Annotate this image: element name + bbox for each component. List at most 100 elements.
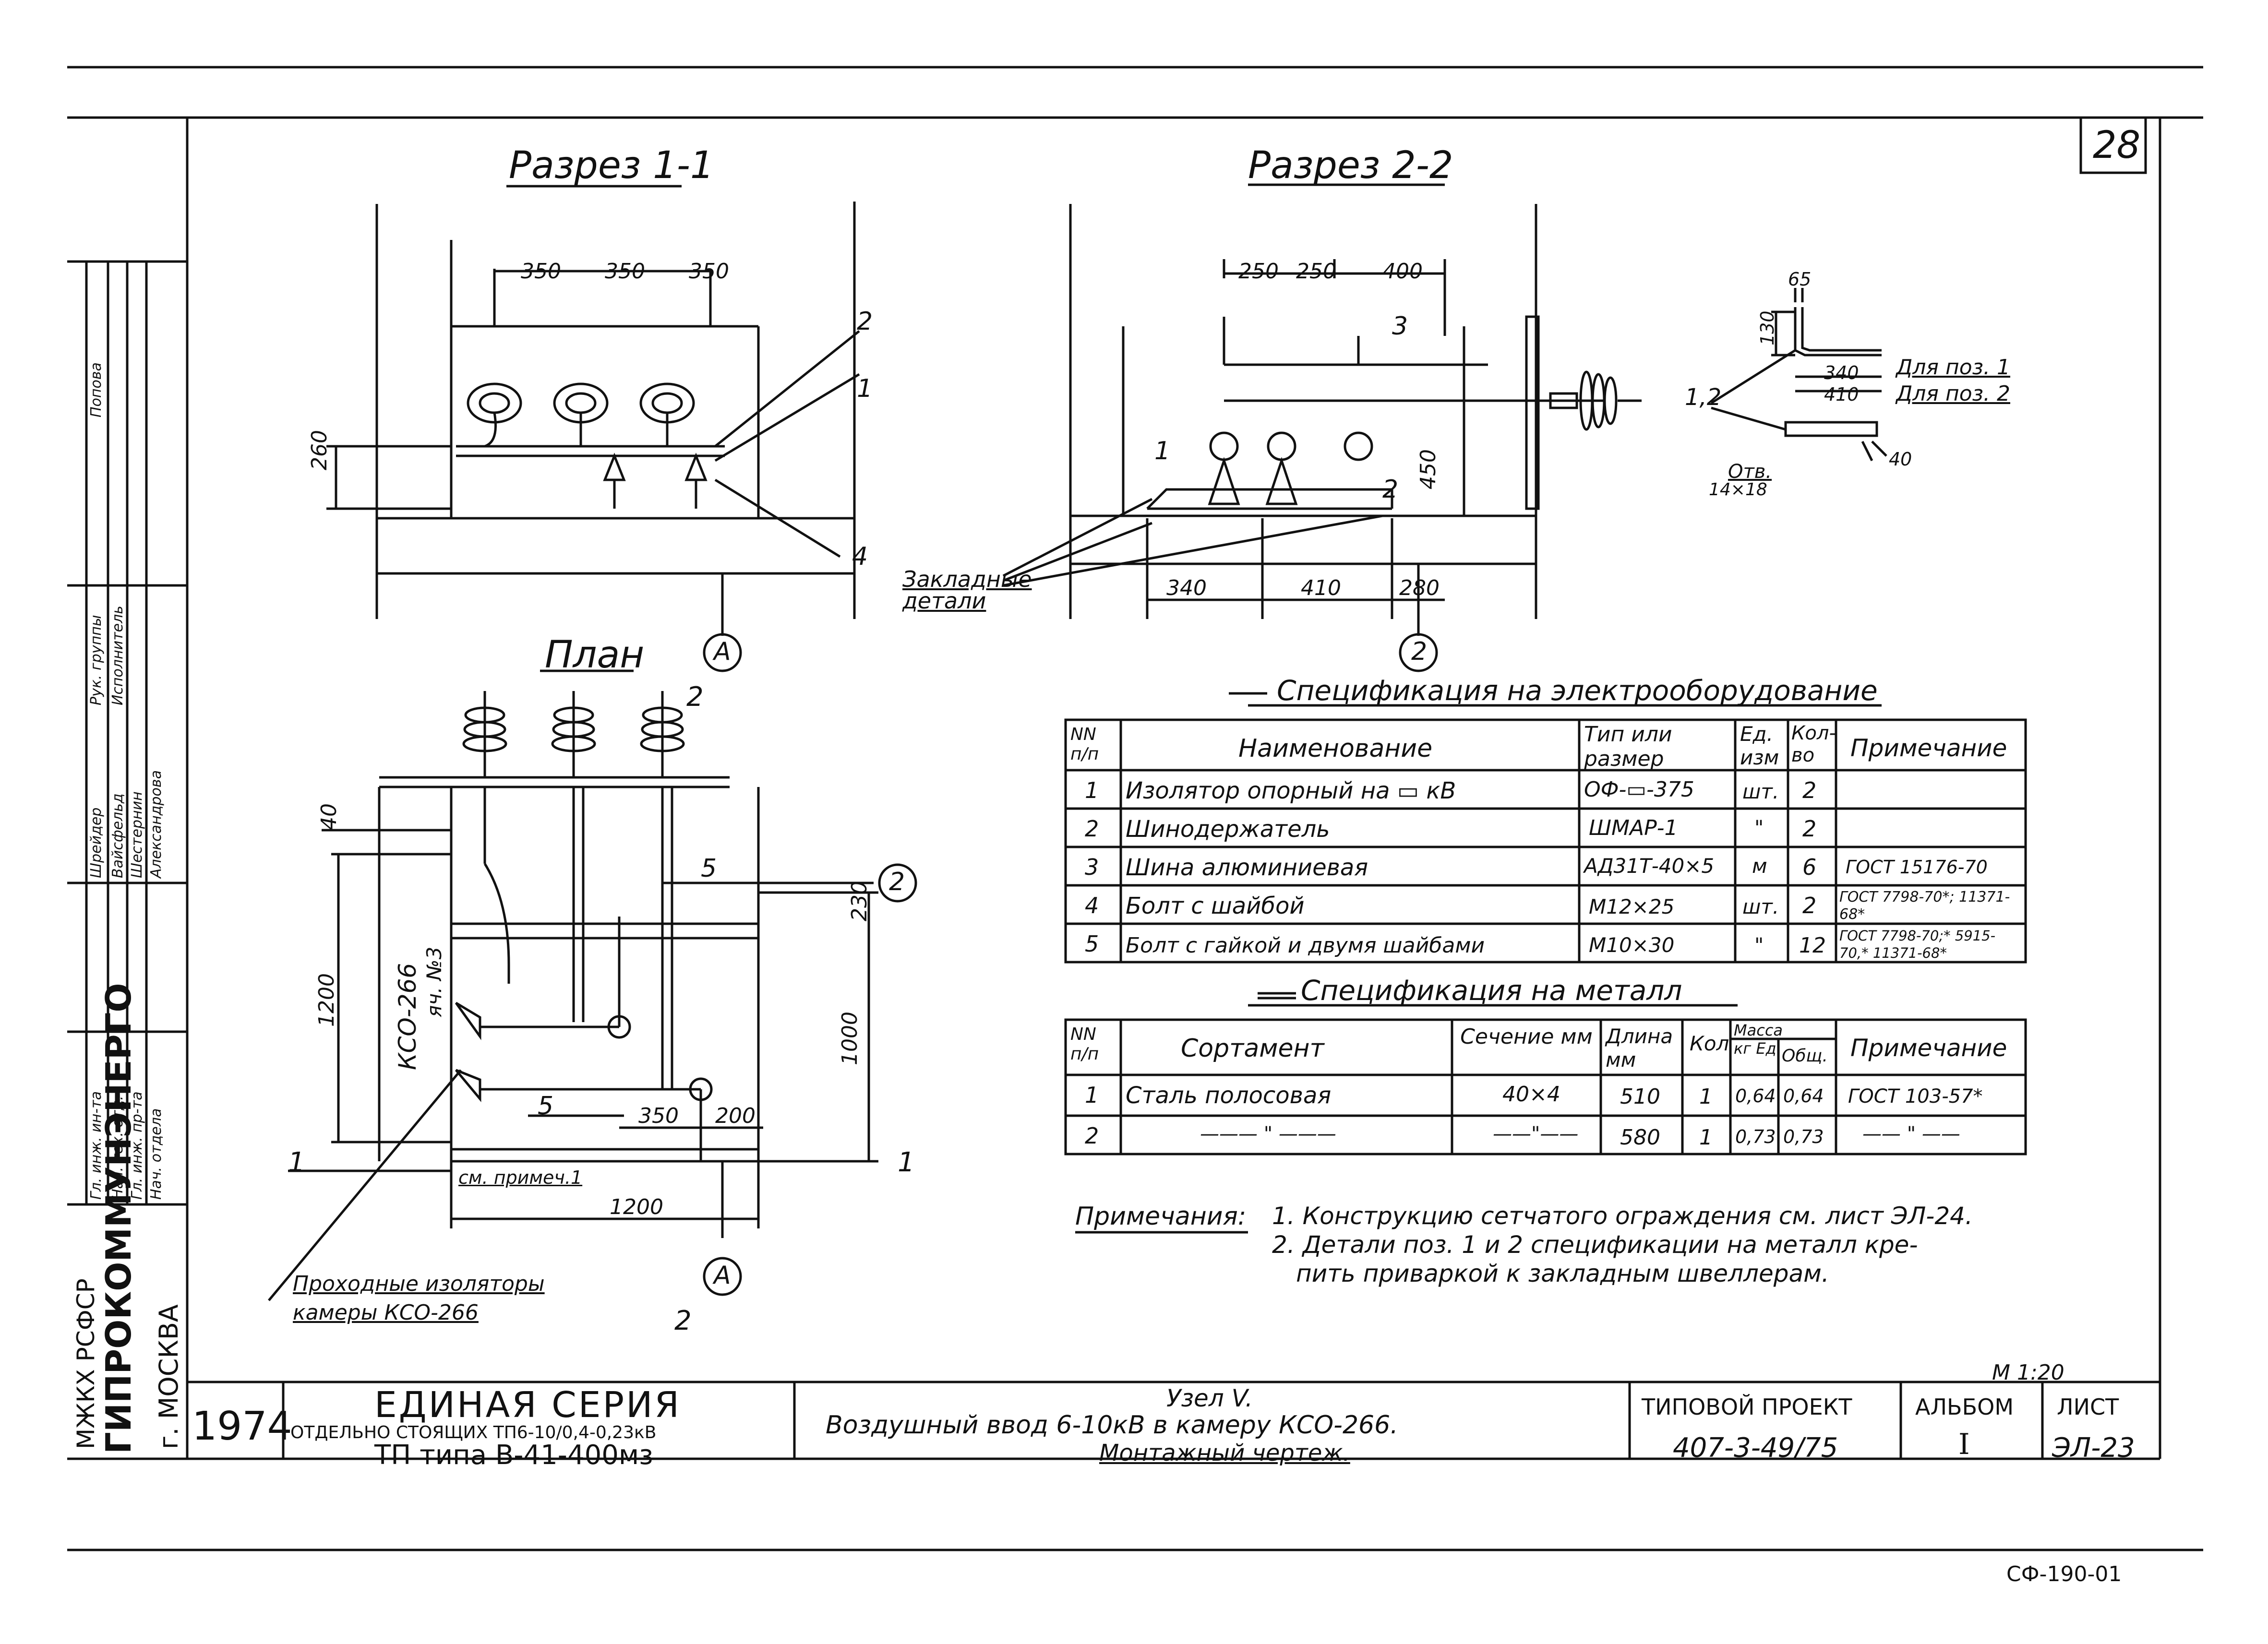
note-line: 2. Детали поз. 1 и 2 спецификации на мет… [1272, 1231, 1918, 1259]
spec-metal-header: Примечание [1850, 1034, 2007, 1062]
spec-metal-header: Длина мм [1606, 1025, 1673, 1072]
section-2-title: Разрез 2-2 [1248, 144, 1453, 187]
side-name: Александрова [148, 770, 165, 878]
cell: Шина алюминиевая [1126, 854, 1368, 881]
cell: ГОСТ 7798-70;* 5915-70,* 11371-68* [1839, 928, 1996, 961]
section-2-dim: 250 [1238, 259, 1279, 284]
cell: 6 [1802, 854, 1817, 880]
cell: М12×25 [1589, 895, 1675, 918]
cell: 2 [1802, 893, 1817, 918]
spec-equipment-title: Спецификация на электрооборудование [1277, 674, 1878, 707]
plan-dim: 1200 [314, 973, 339, 1027]
axis-label: A [714, 1261, 731, 1290]
axis-label: A [714, 637, 731, 666]
cell: ОФ-▭-375 [1584, 777, 1694, 802]
axis-label: 2 [889, 868, 905, 896]
plan-dim: 1200 [610, 1195, 663, 1219]
cell-label: яч. №3 [422, 946, 446, 1017]
plan-dim: 1000 [838, 1012, 862, 1065]
section-1-title: Разрез 1-1 [509, 144, 714, 187]
cell: 5 [1085, 931, 1099, 957]
cell: ——— " ——— [1200, 1123, 1336, 1145]
spec-equipment-header: Кол-во [1791, 722, 1836, 766]
cell: —— " —— [1862, 1123, 1960, 1145]
spec-metal-title: Спецификация на металл [1301, 974, 1682, 1007]
spec-metal-header: Общ. [1782, 1046, 1828, 1066]
side-role: Нач. тех. отд. [109, 1096, 126, 1200]
cut-mark: 2 [686, 681, 704, 713]
detail-for-pos: Для поз. 1 [1896, 355, 2011, 380]
section-2-dim: 340 [1166, 576, 1207, 600]
title-node: Узел V. [1166, 1384, 1253, 1412]
spec-equipment-header: Наименование [1238, 734, 1433, 763]
side-role: Гл. инж. пр-та [129, 1091, 145, 1200]
cell: М10×30 [1589, 933, 1675, 957]
cell: ГОСТ 15176-70 [1846, 857, 1988, 878]
spec-equipment-header: NN п/п [1070, 725, 1099, 764]
cut-mark: 1 [288, 1147, 305, 1178]
cell: 3 [1085, 854, 1099, 880]
spec-metal-header: Сечение мм [1460, 1025, 1593, 1049]
title-desc: Монтажный чертеж. [1099, 1440, 1350, 1466]
cell: шт. [1742, 780, 1779, 803]
detail-dim: 40 [1889, 449, 1912, 470]
scale-label: М 1:20 [1992, 1360, 2064, 1385]
note-line: 1. Конструкцию сетчатого ограждения см. … [1272, 1202, 1973, 1230]
cell: Изолятор опорный на ▭ кВ [1126, 777, 1456, 804]
plan-dim: 350 [638, 1104, 679, 1128]
cell: Шинодержатель [1126, 816, 1330, 843]
detail-hole: 14×18 [1709, 480, 1767, 500]
cut-mark: 1 [898, 1147, 915, 1178]
section-2-dim: 280 [1399, 576, 1440, 600]
spec-metal-header: Кол [1690, 1032, 1729, 1055]
plan-title: План [545, 633, 645, 677]
plan-dim: 230 [847, 881, 872, 921]
cell: 2 [1085, 1123, 1099, 1149]
note-line: пить приваркой к закладным швеллерам. [1296, 1260, 1829, 1287]
cell: " [1754, 816, 1764, 839]
section-2-callout: 3 [1392, 312, 1408, 341]
cell: ГОСТ 7798-70*; 11371-68* [1839, 889, 2010, 923]
detail-dim: 65 [1788, 269, 1812, 290]
cell: 0,73 [1735, 1126, 1776, 1147]
title-series-type: ТП типа В-41-400мз [374, 1440, 653, 1471]
doc-code: СФ-190-01 [2006, 1562, 2122, 1586]
detail-for-pos: Для поз. 2 [1896, 381, 2011, 406]
notes-label: Примечания: [1075, 1202, 1247, 1231]
side-role: Исполнитель [109, 606, 126, 705]
spec-metal-header: Сортамент [1181, 1034, 1324, 1063]
embedded-parts-label: Закладные [902, 566, 1032, 592]
side-name: Шестернин [129, 791, 145, 878]
cell: шт. [1742, 895, 1779, 918]
sheet-value: ЭЛ-23 [2052, 1432, 2135, 1464]
cell: 2 [1802, 816, 1817, 842]
project-label: ТИПОВОЙ ПРОЕКТ [1642, 1394, 1852, 1420]
section-1-callout: 1 [857, 374, 873, 403]
spec-metal-header: NN п/п [1070, 1025, 1099, 1064]
side-role: Гл. инж. ин-та [88, 1091, 105, 1200]
plan-callout: 5 [538, 1092, 554, 1120]
cell: ГОСТ 103-57* [1848, 1085, 1983, 1108]
cell: 12 [1799, 933, 1826, 958]
cell: м [1752, 854, 1767, 878]
detail-dim: 410 [1824, 384, 1859, 405]
embedded-parts-label: детали [902, 588, 986, 614]
section-2-dim: 450 [1416, 449, 1440, 489]
cell: Болт с шайбой [1126, 893, 1305, 919]
cell: 0,64 [1735, 1085, 1776, 1107]
section-1-dim: 350 [605, 259, 645, 284]
side-name: Попова [88, 362, 105, 417]
section-1-dim: 260 [307, 430, 332, 470]
side-role: Нач. отдела [148, 1108, 165, 1200]
cell: ——"—— [1493, 1123, 1579, 1145]
cell: 2 [1802, 777, 1817, 803]
sheet-label: ЛИСТ [2057, 1394, 2119, 1420]
spec-equipment-header: Ед. изм [1740, 722, 1779, 769]
cell: " [1754, 933, 1764, 957]
detail-dim: 340 [1824, 362, 1859, 383]
detail-hole: Отв. [1728, 461, 1772, 483]
side-org: МЖКХ РСФСР [72, 1278, 100, 1449]
cell: 2 [1085, 816, 1099, 842]
sheet-number: 28 [2093, 124, 2141, 167]
feedthrough-label: камеры КСО-266 [293, 1300, 479, 1325]
